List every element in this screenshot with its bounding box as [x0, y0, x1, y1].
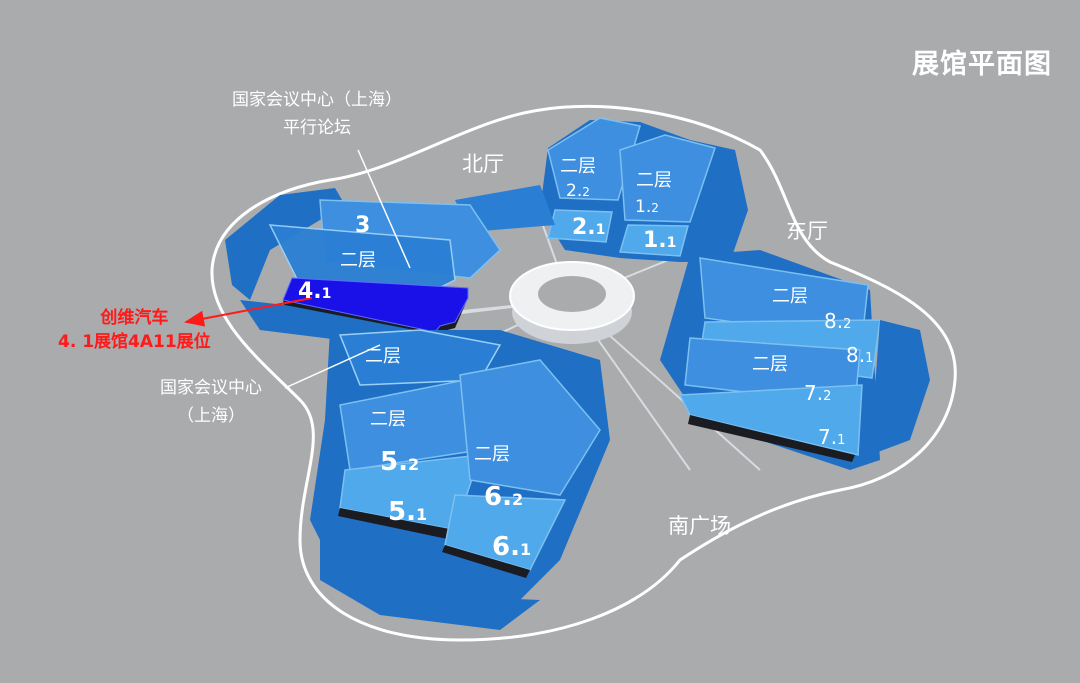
center-label: 国家会议中心 （上海）	[160, 374, 262, 430]
booth-callout-company: 创维汽车	[100, 308, 169, 328]
label-second-floor-5-2: 二层	[370, 409, 406, 430]
label-hall-5-2: 5.2	[380, 447, 419, 477]
label-hall-3: 3	[355, 213, 370, 238]
complex-outline	[210, 104, 957, 642]
label-hall-1-2: 1.2	[635, 197, 659, 217]
label-hall-8-1: 8.1	[846, 343, 873, 367]
label-hall-6-2: 6.2	[484, 482, 523, 512]
booth-callout-location: 4. 1展馆4A11展位	[58, 332, 211, 352]
hall-1-2	[619, 134, 716, 223]
center-label-line-1: 国家会议中心	[160, 378, 262, 398]
hall-2-1	[547, 209, 613, 243]
label-hall-2-2: 2.2	[566, 181, 590, 201]
hall-1-1	[619, 224, 689, 257]
label-second-floor-1-2: 二层	[636, 170, 672, 191]
forum-leader-line	[357, 149, 411, 269]
east-wing	[660, 250, 930, 470]
center-label-line-2: （上海）	[177, 406, 245, 426]
label-hall-7-1: 7.1	[818, 425, 845, 449]
hall-4-1-highlight	[282, 277, 469, 333]
area-label-south: 南广场	[668, 514, 731, 538]
label-hall-5-1: 5.1	[388, 497, 427, 527]
booth-callout: 创维汽车 4. 1展馆4A11展位	[58, 306, 211, 354]
label-hall-2-1: 2.1	[572, 215, 605, 240]
center-leader-line	[284, 344, 381, 389]
area-label-east: 东厅	[786, 219, 828, 243]
forum-label-line-2: 平行论坛	[283, 118, 351, 138]
label-second-floor-7-2: 二层	[752, 354, 788, 375]
west-wing	[225, 188, 501, 350]
label-hall-4-1: 4.1	[298, 279, 331, 304]
area-label-north: 北厅	[462, 152, 504, 176]
forum-label: 国家会议中心（上海） 平行论坛	[232, 86, 402, 142]
label-second-floor-west: 二层	[340, 250, 376, 271]
label-hall-8-2: 8.2	[824, 309, 851, 333]
label-second-floor-8-2: 二层	[772, 286, 808, 307]
north-wing	[455, 117, 748, 262]
forum-label-line-1: 国家会议中心（上海）	[232, 90, 402, 110]
hall-7-1	[678, 384, 863, 456]
label-hall-7-2: 7.2	[804, 381, 831, 405]
second-floor-south	[338, 329, 502, 386]
south-wing	[310, 329, 610, 630]
label-hall-1-1: 1.1	[643, 228, 676, 253]
label-second-floor-2-2: 二层	[560, 156, 596, 177]
map-title: 展馆平面图	[912, 49, 1052, 80]
label-second-floor-south: 二层	[365, 346, 401, 367]
label-second-floor-6-2: 二层	[474, 444, 510, 465]
label-hall-6-1: 6.1	[492, 532, 531, 562]
central-rotunda	[509, 261, 635, 344]
callout-arrow	[184, 297, 313, 327]
hall-6-2	[459, 359, 601, 496]
